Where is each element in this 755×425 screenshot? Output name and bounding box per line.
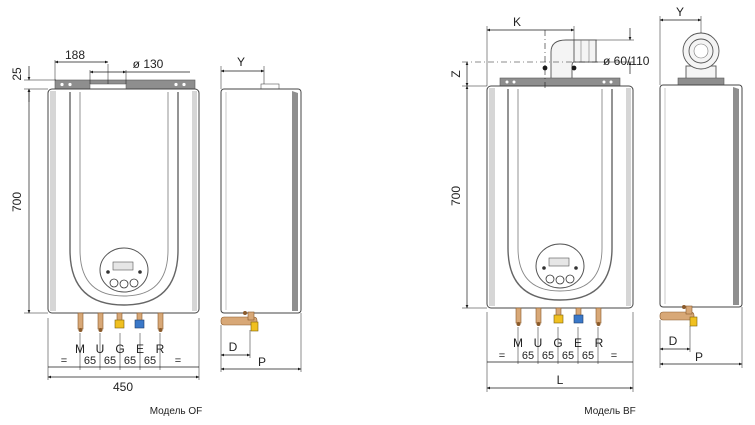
of-side-body: [220, 88, 302, 314]
bf-spacing-65-3: 65: [562, 350, 574, 362]
bf-side-pipe: [659, 311, 695, 321]
of-flue-offset-label: 188: [65, 48, 85, 62]
model-bf-drawing: K Z ø 60/110 700 M U G E R: [449, 5, 743, 417]
of-knob-icon: [129, 278, 139, 288]
bf-flue-elbow: [542, 39, 597, 81]
bf-spacing-65-1: 65: [522, 350, 534, 362]
of-flue-dims: 188 ø 130: [54, 48, 190, 84]
bf-height-label: 700: [449, 186, 463, 206]
bf-knob-icon: [545, 274, 555, 284]
bf-spacing-equal-right: =: [611, 350, 617, 362]
model-of-drawing: 25 700 188 ø 130 M U G E R: [10, 48, 302, 417]
of-side-view: Y D P: [220, 55, 302, 372]
of-flue-diameter-label: ø 130: [133, 57, 164, 71]
bf-connection-pipes: [515, 307, 602, 326]
of-caption: Модель OF: [150, 406, 203, 417]
bf-conn-r: R: [595, 336, 604, 350]
of-side-p-label: P: [258, 355, 266, 369]
of-boiler-body: [47, 88, 200, 314]
bf-flue-z-label: Z: [449, 70, 463, 77]
bf-knob-icon: [565, 274, 575, 284]
bf-side-p-label: P: [695, 350, 703, 364]
bf-spacing-equal-left: =: [499, 350, 505, 362]
bf-connection-labels: M U G E R: [513, 336, 604, 350]
bf-front-view: [486, 77, 634, 326]
bf-side-d-label: D: [669, 334, 678, 348]
of-spacing-65-2: 65: [104, 355, 116, 367]
of-spacing-equal-right: =: [175, 355, 181, 367]
bf-depth-y-label: Y: [676, 5, 684, 19]
bf-flue-diameter-label: ø 60/110: [603, 54, 650, 68]
of-spacing-65-1: 65: [84, 355, 96, 367]
of-height-label: 700: [10, 192, 24, 212]
bf-width-label: L: [557, 373, 564, 387]
of-spacing-65-3: 65: [124, 355, 136, 367]
bf-spacing-65-2: 65: [542, 350, 554, 362]
bf-display: [548, 257, 570, 267]
of-depth-y-label: Y: [237, 55, 245, 69]
bf-flue-k-label: K: [513, 15, 521, 29]
of-top-offset-label: 25: [10, 67, 24, 81]
bf-height-dims: 700: [449, 85, 487, 309]
of-height-dims: 25 700: [10, 66, 56, 314]
bf-mounting-bracket: [499, 77, 621, 87]
of-spacing-equal-left: =: [61, 355, 67, 367]
of-display: [112, 261, 134, 271]
of-knob-icon: [109, 278, 119, 288]
of-side-d-label: D: [229, 340, 238, 354]
of-knob-icon: [119, 279, 129, 289]
of-spacing-65-4: 65: [144, 355, 156, 367]
bf-caption: Модель BF: [584, 406, 635, 417]
bf-side-view: Y D P: [659, 5, 743, 368]
of-connection-pipes: [77, 312, 164, 332]
bf-spacing-dims: = 65 65 65 65 = L: [486, 312, 634, 392]
bf-side-body: [659, 84, 743, 308]
bf-knob-icon: [555, 275, 565, 285]
of-spacing-dims: = 65 65 65 65 = 450: [47, 318, 200, 394]
of-front-view: [47, 79, 200, 332]
bf-spacing-65-4: 65: [582, 350, 594, 362]
of-width-label: 450: [113, 380, 133, 394]
